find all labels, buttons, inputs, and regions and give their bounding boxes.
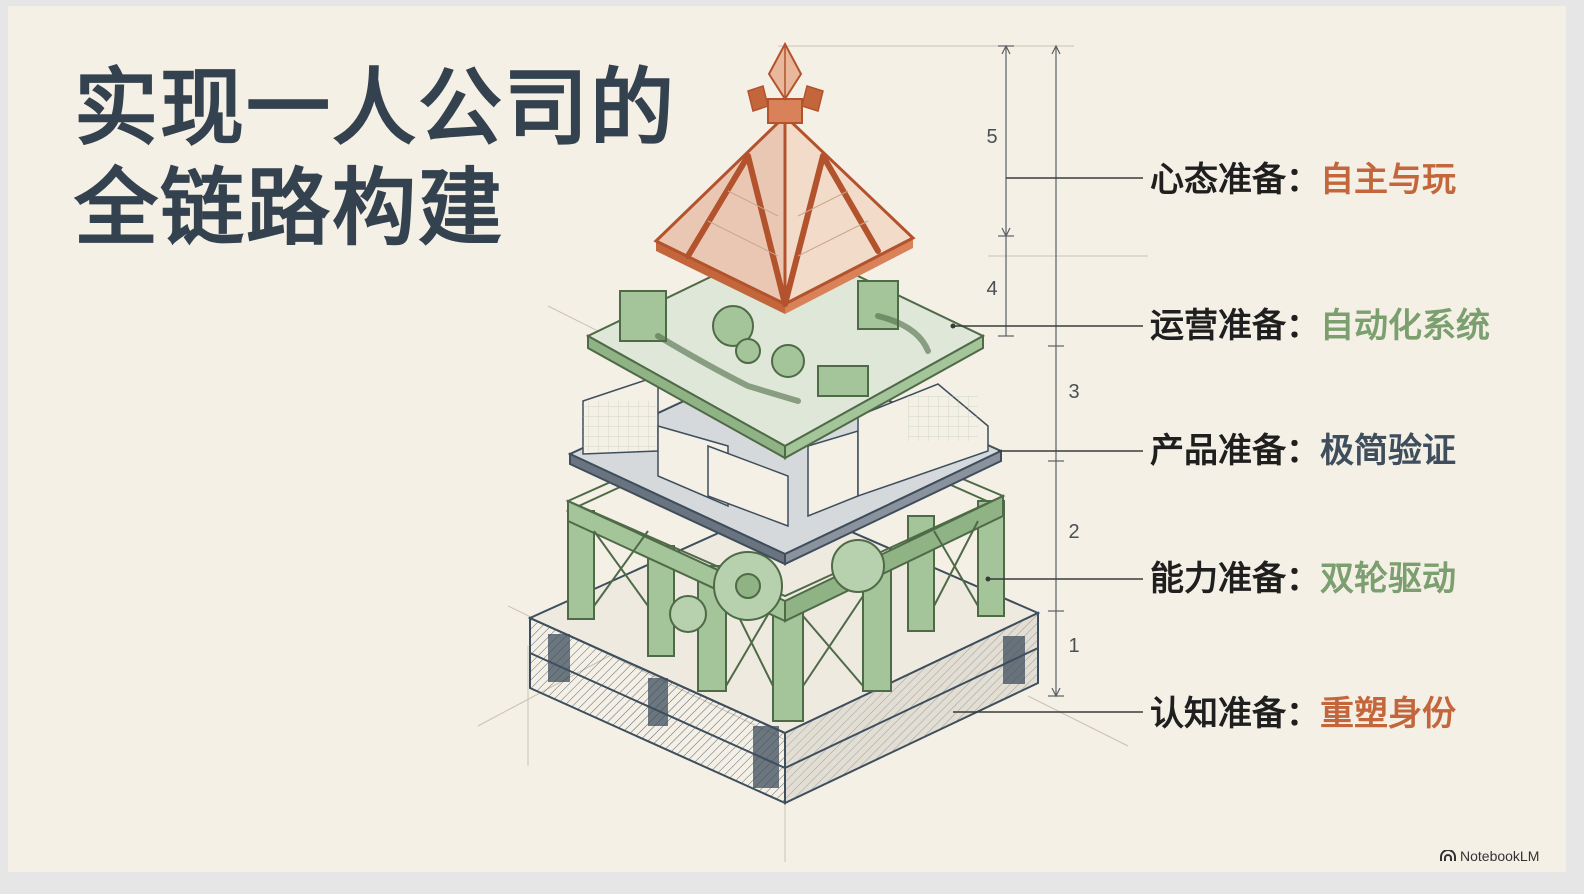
label-level-3: 产品准备：极简验证: [1150, 431, 1456, 471]
label-1-head: 认知准备: [1150, 694, 1286, 734]
label-level-1: 认知准备：重塑身份: [1150, 694, 1456, 734]
label-5-value: 自主与玩: [1320, 160, 1456, 200]
label-5-sep: ：: [1286, 160, 1320, 200]
title-line-2: 全链路构建: [74, 159, 505, 257]
level-4-circuit: [585, 239, 986, 460]
label-1-value: 重塑身份: [1320, 694, 1456, 734]
label-4-head: 运营准备: [1150, 306, 1286, 346]
dimension-4: 4: [986, 278, 997, 300]
level-5-pyramid: [653, 41, 916, 314]
label-2-value: 双轮驱动: [1320, 559, 1456, 599]
label-4-sep: ：: [1286, 306, 1320, 346]
dimension-2: 2: [1068, 521, 1079, 543]
label-1-sep: ：: [1286, 694, 1320, 734]
notebooklm-logo-icon: [1440, 850, 1456, 861]
dimension-1: 1: [1068, 635, 1079, 657]
label-3-sep: ：: [1286, 431, 1320, 471]
level-2-frame: [565, 402, 1006, 722]
slide: 实现一人公司的 全链路构建: [8, 6, 1566, 872]
watermark-text: NotebookLM: [1460, 848, 1540, 864]
dimension-lines: [998, 44, 1064, 698]
label-2-head: 能力准备: [1150, 559, 1286, 599]
title-line-1: 实现一人公司的: [74, 59, 677, 157]
page-title: 实现一人公司的 全链路构建: [74, 58, 676, 258]
notebooklm-watermark: NotebookLM: [1440, 848, 1539, 864]
label-level-5: 心态准备：自主与玩: [1150, 160, 1456, 200]
layered-building-diagram: 5 4 3 2 1: [477, 41, 1148, 862]
label-level-2: 能力准备：双轮驱动: [1150, 559, 1456, 599]
label-5-head: 心态准备: [1150, 160, 1286, 200]
label-3-head: 产品准备: [1150, 431, 1286, 471]
dimension-5: 5: [986, 126, 997, 148]
leader-lines: [953, 177, 1143, 713]
label-level-4: 运营准备：自动化系统: [1150, 306, 1490, 346]
label-4-value: 自动化系统: [1320, 306, 1490, 346]
label-3-value: 极简验证: [1320, 431, 1456, 471]
label-2-sep: ：: [1286, 559, 1320, 599]
dimension-3: 3: [1068, 381, 1079, 403]
